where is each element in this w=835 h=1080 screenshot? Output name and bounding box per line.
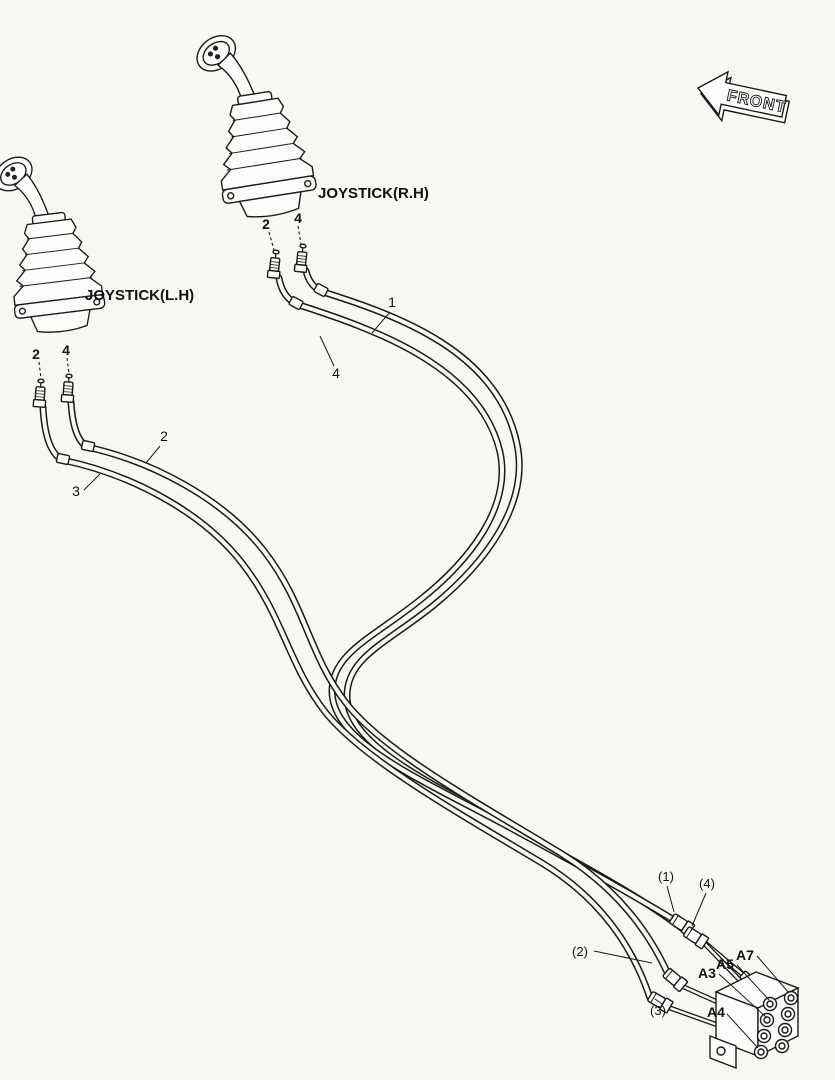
part-number-lh-4: 4 [62, 342, 70, 358]
hose-3-leader [83, 473, 101, 491]
joystick-lh-fittings [32, 357, 76, 409]
hose-1-leader [371, 311, 391, 334]
fitting-rh-2 [266, 248, 283, 280]
bracket-hole [716, 1046, 726, 1056]
port-a4-leader [726, 1013, 759, 1049]
callout-2-leader [593, 950, 653, 964]
hose-4-leader [319, 335, 335, 367]
hose-3 [39, 403, 654, 1002]
elbow-nut-lh-left [55, 452, 71, 466]
port-a7-leader [756, 955, 790, 994]
callout-4-leader [691, 892, 707, 927]
port-a5-leader [736, 964, 770, 1001]
front-arrow-body [696, 70, 788, 118]
hose-4 [275, 274, 678, 924]
part-number-rh-2: 2 [262, 216, 270, 232]
manifold-block [709, 971, 800, 1070]
joystick-rh [186, 17, 321, 225]
part-number-lh-2: 2 [32, 346, 40, 362]
hose-4-label: 4 [332, 365, 340, 381]
part-number-rh-4: 4 [294, 210, 302, 226]
hose-2 [67, 398, 672, 978]
hose-1-label: 1 [388, 294, 396, 310]
port-label-a5: A5 [716, 956, 734, 972]
joystick-lh [0, 141, 109, 339]
fitting-rh-4 [293, 242, 310, 274]
elbow-nut-lh-right [80, 439, 96, 453]
callout-3: (3) [650, 1003, 666, 1018]
joystick-rh-label: JOYSTICK(R.H) [318, 185, 429, 202]
callout-2: (2) [572, 944, 588, 959]
hose-2-leader [145, 445, 161, 464]
manifold-ports [753, 990, 799, 1060]
port-a3-leader [718, 973, 767, 1018]
port-label-a3: A3 [698, 965, 716, 981]
callout-1-leader [666, 885, 675, 913]
hose-2-label: 2 [160, 428, 168, 444]
hose-3-label: 3 [72, 483, 80, 499]
front-arrow: FRONT [696, 70, 791, 124]
port-label-a7: A7 [736, 947, 754, 963]
joystick-rh-fittings [266, 225, 310, 280]
joystick-lh-label: JOYSTICK(L.H) [85, 287, 194, 304]
callout-4: (4) [699, 876, 715, 891]
port-label-a4: A4 [707, 1004, 725, 1020]
fitting-lh-2 [32, 378, 48, 409]
fitting-lh-4 [60, 373, 76, 404]
callout-1: (1) [658, 869, 674, 884]
callout-3-leader [654, 998, 663, 1005]
manifold-bracket [709, 1034, 737, 1070]
